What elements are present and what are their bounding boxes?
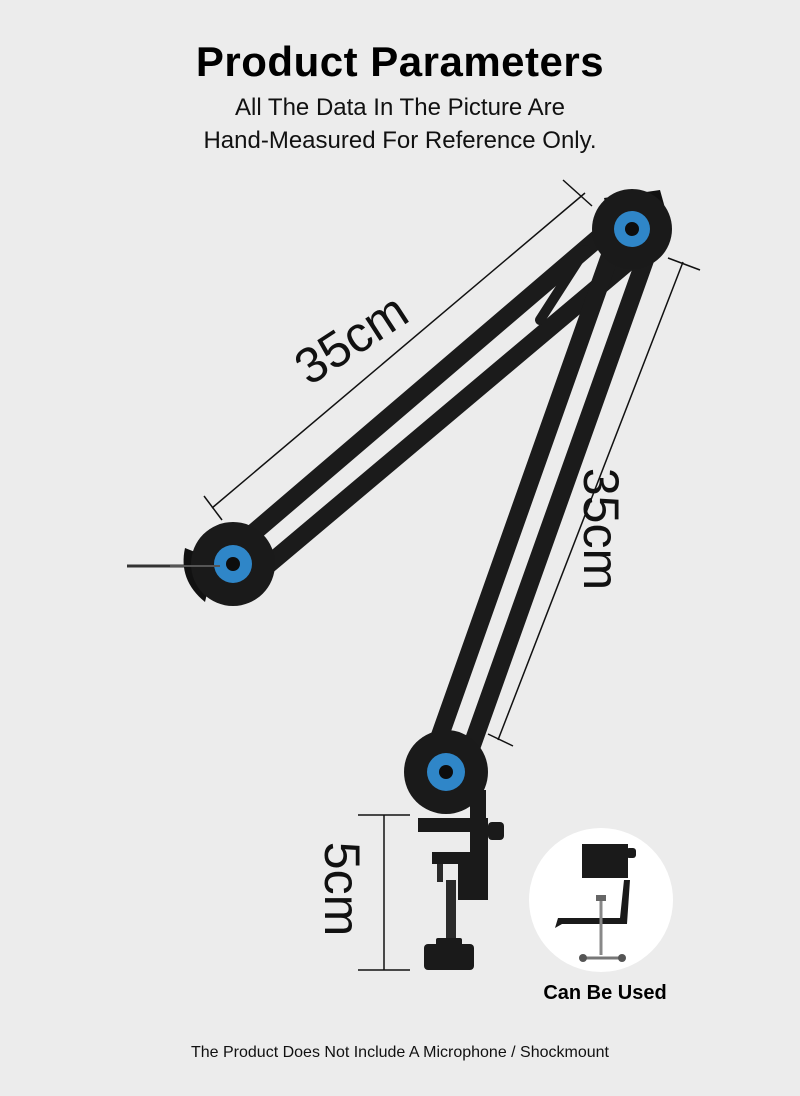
subtitle-line-1: All The Data In The Picture Are [235, 94, 565, 121]
top-joint [592, 189, 672, 269]
left-joint [127, 522, 275, 606]
footer-note: The Product Does Not Include A Microphon… [190, 1044, 609, 1061]
clamp-dimension-line [358, 814, 410, 971]
upper-arm-dimension-line [203, 179, 593, 521]
upper-arm [236, 219, 637, 579]
lower-arm [423, 241, 654, 774]
lower-arm-length-label: 35cm [573, 467, 630, 591]
lower-arm-dimension-line [487, 257, 701, 747]
bottom-joint [404, 730, 488, 814]
inset-caption: Can Be Used [543, 982, 667, 1004]
page-title: Product Parameters [195, 38, 605, 85]
inset-clamp-detail [529, 828, 673, 972]
clamp-height-label: 5cm [314, 841, 371, 937]
subtitle-line-2: Hand-Measured For Reference Only. [203, 127, 597, 154]
desk-clamp [418, 790, 504, 970]
